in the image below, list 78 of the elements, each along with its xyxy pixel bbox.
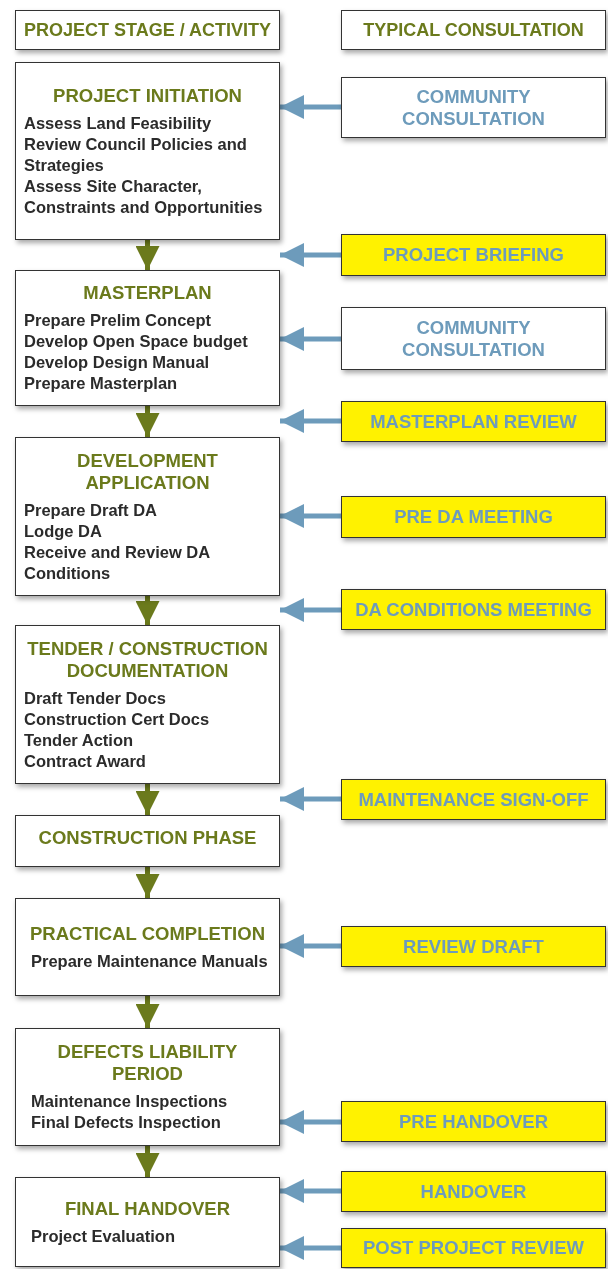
activity-text: Contract Award — [23, 750, 147, 772]
arrow — [280, 409, 341, 433]
stage-box — [15, 898, 280, 996]
activity-text: Develop Design Manual — [23, 352, 211, 373]
arrow — [135, 996, 160, 1028]
arrow — [280, 1179, 341, 1203]
consultation-text: MAINTENANCE SIGN-OFF — [357, 788, 590, 811]
consultation-box — [341, 1171, 606, 1212]
stage-box — [15, 270, 280, 406]
stage-title: FINAL HANDOVER — [63, 1197, 232, 1220]
arrow — [135, 240, 160, 270]
consultation-box — [341, 234, 606, 276]
consultation-text: HANDOVER — [419, 1180, 528, 1203]
consultation-box — [341, 1228, 606, 1268]
activity-text: Develop Open Space budget — [23, 331, 249, 352]
consultation-box — [341, 779, 606, 820]
activity-text: Review Council Policies and Strategies — [23, 133, 248, 176]
stage-title: PRACTICAL COMPLETION — [29, 922, 266, 945]
activity-text: Prepare Draft DA — [23, 499, 158, 521]
arrow — [135, 784, 160, 815]
consultation-text: COMMUNITY CONSULTATION — [401, 316, 546, 361]
consultation-box — [341, 77, 606, 138]
consultation-text: POST PROJECT REVIEW — [362, 1237, 585, 1259]
consultation-text: DA CONDITIONS MEETING — [354, 598, 593, 621]
stage-title: CONSTRUCTION PHASE — [37, 827, 258, 849]
consultation-text: REVIEW DRAFT — [402, 935, 545, 958]
consultation-box — [341, 496, 606, 538]
consultation-box — [341, 926, 606, 967]
arrow — [280, 598, 341, 622]
arrow — [280, 95, 341, 119]
activity-text: Prepare Masterplan — [23, 373, 179, 394]
column-header — [341, 10, 606, 50]
activity-text: Draft Tender Docs — [23, 687, 167, 709]
stage-box — [15, 437, 280, 596]
arrow — [280, 787, 341, 811]
stage-title: PROJECT INITIATION — [52, 84, 243, 107]
stage-box — [15, 1028, 280, 1146]
consultation-text: MASTERPLAN REVIEW — [369, 410, 578, 433]
stage-box — [15, 815, 280, 867]
consultation-box — [341, 401, 606, 442]
stage-box — [15, 1177, 280, 1267]
consultation-text: PROJECT BRIEFING — [382, 244, 565, 266]
consultation-box — [341, 589, 606, 630]
consultation-text: COMMUNITY CONSULTATION — [401, 85, 546, 130]
arrow — [280, 504, 341, 528]
arrow — [135, 867, 160, 898]
activity-text: Tender Action — [23, 729, 135, 751]
consultation-box — [341, 307, 606, 370]
arrow — [280, 243, 341, 267]
arrow — [280, 934, 341, 958]
activity-text: Assess Land Feasibility — [23, 112, 213, 134]
activity-text: Assess Site Character, Constraints and Opportunities — [23, 175, 264, 218]
arrow — [135, 1146, 160, 1177]
stage-box — [15, 625, 280, 784]
consultation-text: PRE DA MEETING — [393, 506, 554, 528]
arrow — [135, 596, 160, 625]
header-text: PROJECT STAGE / ACTIVITY — [23, 19, 272, 41]
consultation-text: PRE HANDOVER — [397, 1110, 550, 1133]
arrow — [280, 327, 341, 351]
activity-text: Maintenance Inspections — [30, 1091, 229, 1112]
activity-text: Prepare Prelim Concept — [23, 310, 213, 331]
arrow — [135, 406, 160, 437]
column-header — [15, 10, 280, 50]
consultation-box — [341, 1101, 606, 1142]
header-text: TYPICAL CONSULTATION — [362, 19, 585, 41]
stage-title: DEVELOPMENT APPLICATION — [76, 449, 219, 494]
stage-title: MASTERPLAN — [82, 282, 213, 304]
stage-title: DEFECTS LIABILITY PERIOD — [56, 1041, 239, 1085]
arrow — [280, 1110, 341, 1134]
activity-text: Final Defects Inspection — [30, 1112, 222, 1133]
stage-title: TENDER / CONSTRUCTION DOCUMENTATION — [26, 637, 269, 682]
activity-text: Lodge DA — [23, 520, 103, 542]
arrow — [280, 1236, 341, 1260]
activity-text: Construction Cert Docs — [23, 708, 211, 730]
activity-text: Receive and Review DA Conditions — [23, 541, 211, 584]
activity-text: Prepare Maintenance Manuals — [30, 950, 269, 972]
stage-box — [15, 62, 280, 240]
activity-text: Project Evaluation — [30, 1225, 176, 1247]
